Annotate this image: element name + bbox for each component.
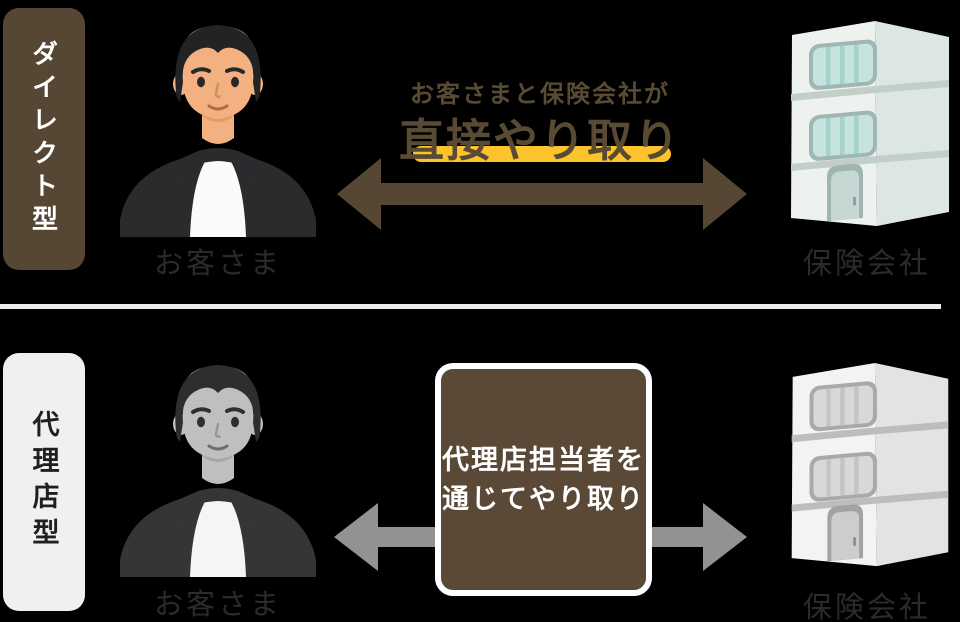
agency-box-line1: 代理店担当者を — [442, 444, 645, 475]
window-icon — [809, 39, 877, 90]
title-highlight — [413, 146, 671, 162]
agency-customer-label: お客さま — [153, 589, 282, 621]
agency-message-box: 代理店担当者を 通じてやり取り — [435, 363, 652, 596]
direct-type-badge-label: ダイレクト型 — [28, 40, 59, 238]
door-icon — [827, 163, 863, 222]
customer-avatar-gray — [120, 365, 316, 577]
window-icon — [809, 110, 877, 161]
direct-title: 直接やり取り — [398, 115, 681, 166]
agency-box-line2: 通じてやり取り — [442, 483, 645, 514]
direct-subtitle: お客さまと保険会社が — [410, 81, 670, 108]
window-icon — [809, 381, 877, 432]
agency-company-label: 保険会社 — [802, 592, 931, 622]
direct-customer-label: お客さま — [153, 248, 282, 280]
building-facade — [809, 39, 877, 222]
direct-type-badge: ダイレクト型 — [3, 8, 85, 270]
agency-type-badge-label: 代理店型 — [28, 410, 59, 554]
window-icon — [809, 451, 877, 502]
direct-title-wrap: 直接やり取り — [380, 104, 700, 169]
section-divider — [0, 304, 941, 309]
arrow-right-icon — [649, 503, 747, 571]
building-facade — [809, 381, 877, 562]
bidirectional-arrow-icon — [337, 158, 747, 230]
arrow-left-icon — [334, 503, 438, 571]
door-icon — [827, 504, 864, 562]
insurance-company-icon-gray — [791, 362, 949, 567]
direct-company-label: 保険会社 — [802, 248, 931, 280]
customer-avatar — [120, 25, 316, 237]
agency-type-badge: 代理店型 — [3, 353, 85, 611]
insurance-company-icon — [791, 21, 949, 226]
